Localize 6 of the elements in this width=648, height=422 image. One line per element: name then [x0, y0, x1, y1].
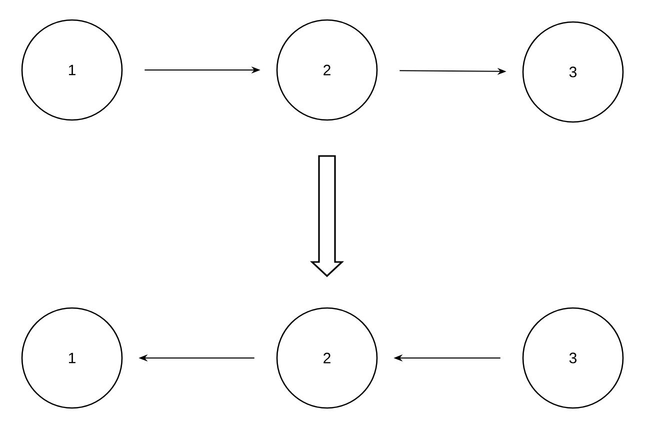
- circle-node: 2: [276, 19, 378, 121]
- circle-node: 1: [21, 19, 123, 121]
- circle-node: 1: [21, 307, 123, 409]
- circle-node: 2: [276, 307, 378, 409]
- circle-node: 3: [522, 21, 624, 123]
- circle-node: 3: [522, 307, 624, 409]
